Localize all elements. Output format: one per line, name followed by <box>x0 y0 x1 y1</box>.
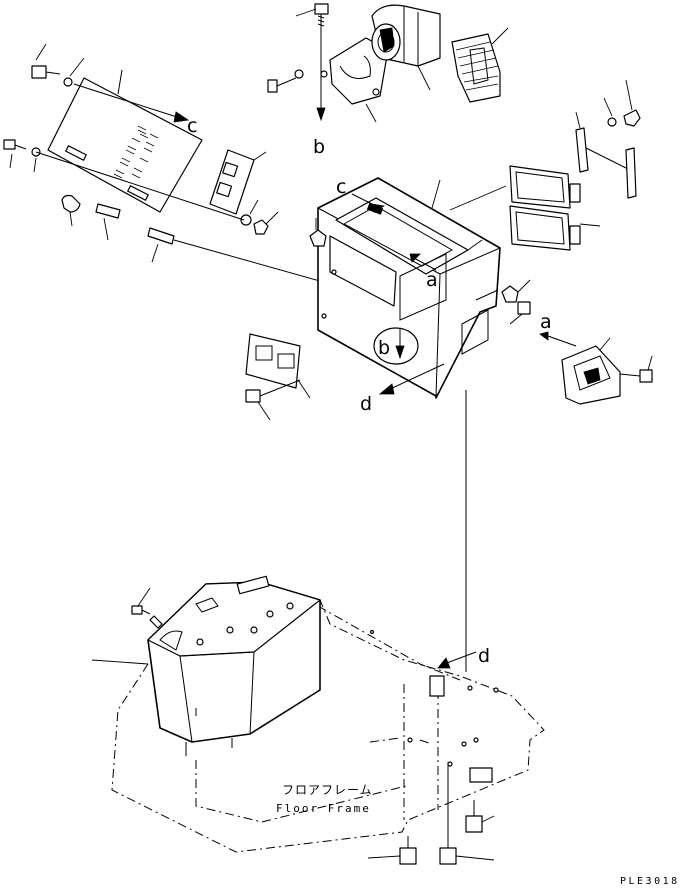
floor-frame <box>111 599 545 853</box>
lamp-bracket <box>575 79 641 199</box>
side-connector <box>561 337 653 405</box>
floor-bolt-center <box>439 762 495 865</box>
floor-bolt-left <box>367 836 417 865</box>
switch-module <box>209 149 267 215</box>
panel-bolt-lower-left <box>3 139 41 173</box>
ref-b-box: b <box>378 337 390 359</box>
mounting-bracket <box>320 37 389 123</box>
floor-frame-label-jp: フロアフレーム <box>282 783 373 797</box>
box-side-bolt <box>475 279 531 325</box>
bracket-bolt-and-washer <box>267 69 304 93</box>
arrow-to-c-top <box>73 83 190 123</box>
battery-box <box>91 575 321 756</box>
arrow-d-vertical <box>437 390 477 672</box>
gauge-mount-housing <box>371 4 441 91</box>
top-bolt <box>295 3 329 40</box>
small-switch-plate <box>245 333 311 399</box>
ref-a-box: a <box>426 269 438 291</box>
ref-c-top: c <box>187 115 197 137</box>
lamp-lower <box>509 205 601 251</box>
arrow-b-box <box>395 328 405 360</box>
ref-c-box: c <box>336 176 346 198</box>
floor-bolt-right <box>465 800 495 833</box>
ref-d-box: d <box>360 393 372 415</box>
floor-frame-label-en: Floor Frame <box>276 802 371 815</box>
drawing-code: PLE3018 <box>620 876 680 887</box>
module-nuts <box>35 151 279 235</box>
ref-a-right: a <box>540 311 552 333</box>
box-side-nut <box>309 218 327 247</box>
arrow-c-box <box>351 193 386 213</box>
ref-d-floor: d <box>478 645 490 667</box>
panel-bolt-left <box>31 43 85 87</box>
battery-box-bolt <box>131 587 151 615</box>
ref-b-top: b <box>313 136 325 158</box>
arrow-to-b-top <box>316 40 326 122</box>
lamp-upper <box>449 165 581 211</box>
rubber-boot <box>451 27 509 103</box>
switch-panel-plate <box>47 69 203 213</box>
arrow-a-right <box>539 331 577 347</box>
console-box <box>317 177 501 399</box>
arrow-d-box <box>378 363 445 395</box>
switch-plate-bolt <box>245 379 301 421</box>
arrow-a-box <box>409 253 437 271</box>
